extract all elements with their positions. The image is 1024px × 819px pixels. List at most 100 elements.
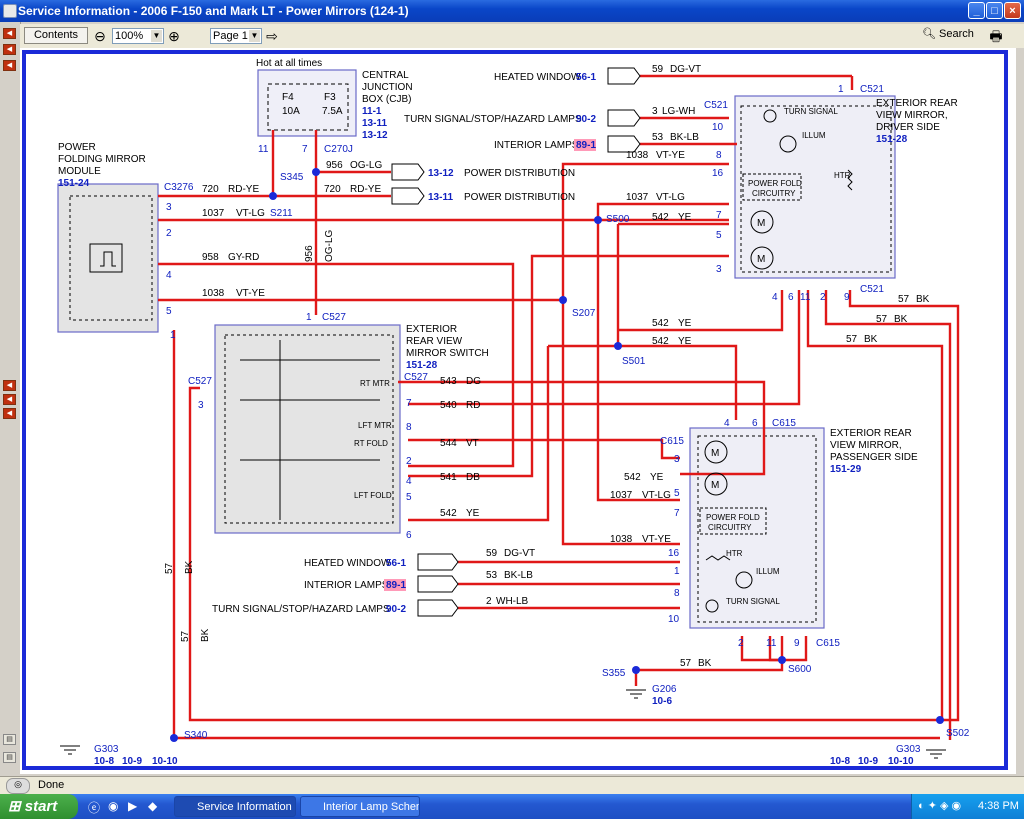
svg-text:57: 57 [164, 562, 175, 574]
print-icon[interactable]: 🖶 [989, 28, 1003, 44]
left-navigation-pane: ◀ ◀ ◀ ◀ ◀ ◀ ▤ ▤ [0, 22, 21, 774]
svg-text:6: 6 [788, 292, 794, 303]
svg-text:5: 5 [406, 492, 412, 503]
passenger-mirror-inner [697, 435, 817, 623]
diagram-border [22, 50, 1008, 770]
maximize-button[interactable]: □ [986, 2, 1003, 19]
s501-label: S501 [622, 356, 646, 367]
htr-label-drv: HTR [834, 171, 851, 180]
g-ref-left-3: 10-10 [152, 756, 178, 767]
svg-text:10: 10 [712, 122, 724, 133]
svg-text:2: 2 [486, 596, 492, 607]
nav-arrow-icon[interactable]: ◀ [3, 60, 16, 71]
svg-text:958: 958 [202, 252, 219, 263]
zoom-in-icon[interactable]: ⊕ [168, 28, 180, 44]
status-bar: ◎ Done [0, 776, 1024, 794]
globe-icon: ◎ [6, 778, 30, 794]
contents-button[interactable]: Contents [24, 27, 88, 44]
pfm-ref: 151-24 [58, 178, 90, 189]
nav-arrow-icon[interactable]: ◀ [3, 394, 16, 405]
nav-arrow-icon[interactable]: ◀ [3, 408, 16, 419]
motor-label-1: M [757, 218, 765, 229]
heated-label-bottom: HEATED WINDOW [304, 558, 391, 569]
svg-text:BK: BK [864, 334, 878, 345]
g-ref-right-1: 10-8 [830, 756, 850, 767]
start-label: start [24, 798, 58, 815]
g303-label-left: G303 [94, 744, 119, 755]
c527-label-3: C527 [188, 376, 212, 387]
svg-text:11: 11 [800, 292, 811, 303]
tray-icons[interactable]: ◐ ✦ ◈ ◉ [918, 800, 962, 812]
svg-text:956: 956 [326, 160, 343, 171]
svg-text:BK: BK [894, 314, 908, 325]
search-button[interactable]: 🔍︎ Search [922, 27, 982, 44]
outlook-quicklaunch-icon[interactable]: ◉ [108, 799, 119, 813]
svg-text:542: 542 [440, 508, 457, 519]
page-select[interactable]: Page 1▼ [210, 28, 262, 44]
pfm-label-1: POWER [58, 142, 96, 153]
nav-arrow-icon[interactable]: ◀ [3, 28, 16, 39]
turn-ref-bottom: 90-2 [386, 604, 406, 615]
svg-text:YE: YE [650, 472, 664, 483]
pfc-label-2: CIRCUITRY [752, 189, 796, 198]
next-page-icon[interactable]: ⇨ [266, 28, 278, 44]
sw-ref: 151-28 [406, 360, 438, 371]
cjb-label-2: JUNCTION [362, 82, 413, 93]
htr-label-pas: HTR [726, 549, 743, 558]
pfm-box [57, 183, 159, 333]
app-quicklaunch-icon[interactable]: ◆ [148, 799, 158, 813]
minimize-button[interactable]: _ [968, 2, 985, 19]
document-viewer: Hot at all times CENTRAL JUNCTION BOX (C… [20, 48, 1016, 774]
svg-text:DG-VT: DG-VT [504, 548, 535, 559]
zoom-out-icon[interactable]: ⊖ [94, 28, 106, 44]
c521-label-1: C521 [860, 84, 884, 95]
taskbar-service-info[interactable]: Service Information - ... [174, 796, 296, 817]
svg-text:BK: BK [200, 628, 211, 642]
svg-text:57: 57 [876, 314, 888, 325]
s211-label: S211 [270, 208, 293, 219]
rt-fold-label: RT FOLD [354, 439, 388, 448]
svg-text:16: 16 [668, 548, 680, 559]
illum-label-pas: ILLUM [756, 567, 780, 576]
zoom-select[interactable]: 100%▼ [112, 28, 164, 44]
power-fold-box-2 [699, 507, 767, 535]
svg-text:8: 8 [674, 588, 680, 599]
panel-icon[interactable]: ▤ [3, 752, 16, 763]
illum-label-drv: ILLUM [802, 131, 826, 140]
svg-text:11: 11 [258, 144, 269, 155]
start-button[interactable]: ⊞ start [0, 794, 78, 819]
svg-text:57: 57 [846, 334, 858, 345]
interior-ref-top: 89-1 [576, 140, 596, 151]
rt-mtr-label: RT MTR [360, 379, 390, 388]
svg-text:720: 720 [324, 184, 341, 195]
motor-label-2: M [757, 254, 765, 265]
svg-text:542: 542 [652, 318, 669, 329]
fuse-f4: F4 [282, 92, 294, 103]
ie-quicklaunch-icon[interactable]: ⓔ [88, 801, 101, 815]
pd-ref-1: 13-12 [428, 168, 454, 179]
s600-label: S600 [788, 664, 812, 675]
svg-text:57: 57 [180, 630, 191, 642]
close-button[interactable]: × [1004, 2, 1021, 19]
cjb-ref-1: 11-1 [362, 106, 382, 117]
cjb-ref-3: 13-12 [362, 130, 388, 141]
nav-arrow-icon[interactable]: ◀ [3, 380, 16, 391]
taskbar-interior-lamp[interactable]: Interior Lamp Schema... [300, 796, 420, 817]
svg-text:4: 4 [166, 270, 172, 281]
pd-ref-2: 13-11 [428, 192, 453, 203]
svg-text:1: 1 [306, 312, 312, 323]
media-quicklaunch-icon[interactable]: ▶ [128, 799, 138, 813]
svg-text:BK: BK [916, 294, 930, 305]
svg-text:7: 7 [674, 508, 680, 519]
panel-icon[interactable]: ▤ [3, 734, 16, 745]
svg-text:4: 4 [772, 292, 778, 303]
turn-label-bottom: TURN SIGNAL/STOP/HAZARD LAMPS [212, 604, 390, 615]
cjb-ref-2: 13-11 [362, 118, 387, 129]
lft-mtr-label: LFT MTR [358, 421, 392, 430]
svg-text:DG-VT: DG-VT [670, 64, 701, 75]
nav-arrow-icon[interactable]: ◀ [3, 44, 16, 55]
s355-label: S355 [602, 668, 626, 679]
fuse-f3: F3 [324, 92, 336, 103]
right-edge [1016, 48, 1024, 774]
svg-text:16: 16 [712, 168, 724, 179]
